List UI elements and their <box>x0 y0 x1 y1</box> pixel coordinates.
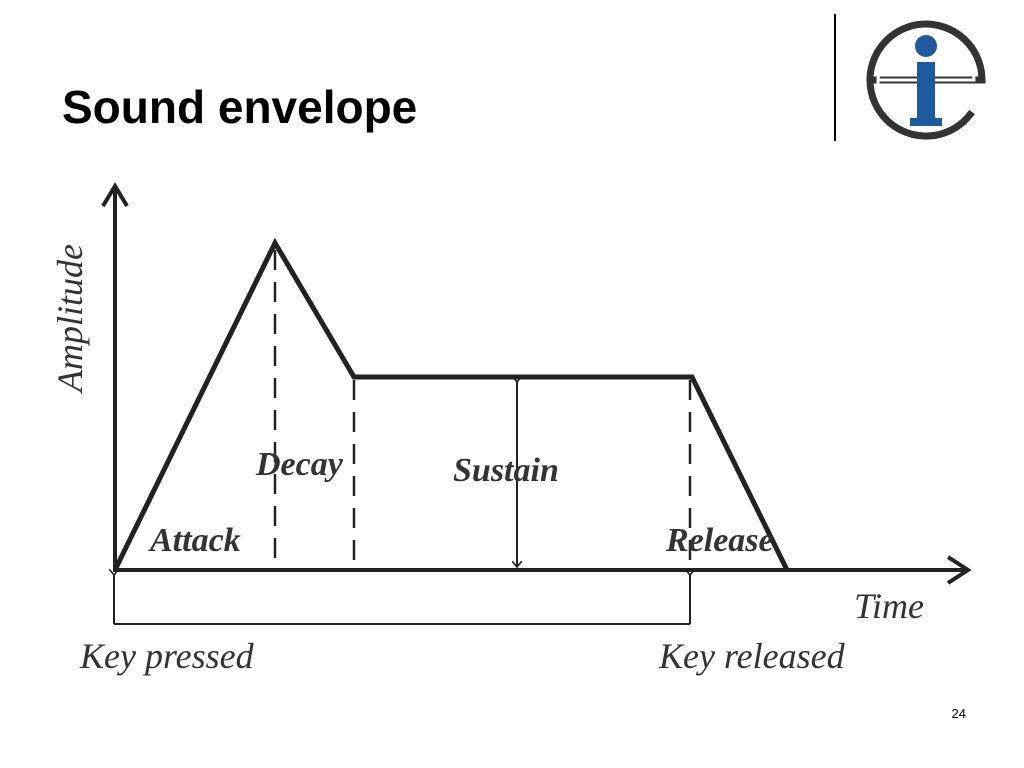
logo-divider <box>834 14 836 141</box>
slide-title: Sound envelope <box>62 81 418 133</box>
sustain-label: Sustain <box>453 452 559 489</box>
logo-i-dot <box>915 35 937 57</box>
page-number: 24 <box>951 706 966 721</box>
key-released-label: Key released <box>658 636 846 676</box>
envelope-curve <box>112 237 790 572</box>
key-pressed-label: Key pressed <box>79 636 255 676</box>
release-label: Release <box>665 522 774 559</box>
amplitude-axis-label: Amplitude <box>50 244 90 394</box>
y-axis-arrowhead <box>101 182 129 208</box>
time-axis-label: Time <box>854 586 924 626</box>
x-axis-arrowhead <box>946 555 972 585</box>
logo-i-foot <box>910 118 942 126</box>
ie-monogram-logo <box>866 20 986 140</box>
logo-e-inner <box>876 31 976 131</box>
attack-label: Attack <box>148 522 241 559</box>
logo-e-outline <box>866 20 986 140</box>
logo-i-stem <box>917 62 935 124</box>
decay-label: Decay <box>255 446 344 483</box>
